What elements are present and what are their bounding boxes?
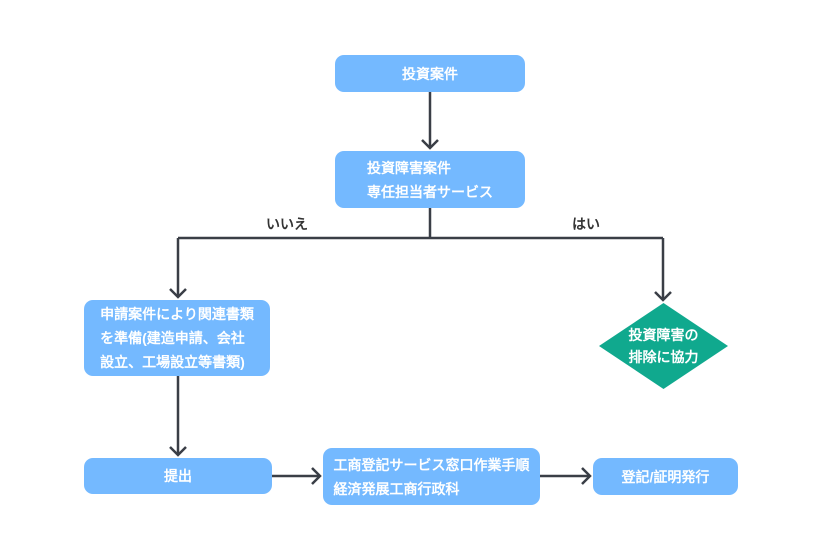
node-prepare-documents-label: 申請案件により関連書類 を準備(建造申請、会社 設立、工場設立等書類)	[100, 306, 254, 370]
node-barrier-service-label: 投資障害案件 専任担当者サービス	[367, 159, 493, 200]
node-prepare-documents: 申請案件により関連書類 を準備(建造申請、会社 設立、工場設立等書類)	[84, 300, 270, 376]
decision-cooperate-removal-label: 投資障害の 排除に協力	[628, 327, 699, 365]
node-registration-issue-label: 登記/証明発行	[621, 468, 710, 485]
edge-label-no: いいえ	[266, 216, 308, 232]
node-investment-case-label: 投資案件	[402, 65, 458, 82]
decision-cooperate-removal: 投資障害の 排除に協力	[599, 303, 728, 389]
node-submit: 提出	[84, 458, 272, 494]
edge-label-yes: はい	[572, 216, 600, 232]
node-submit-label: 提出	[164, 468, 192, 484]
node-counter-procedure: 工商登記サービス窓口作業手順 経済発展工商行政科	[323, 448, 540, 505]
node-counter-procedure-label: 工商登記サービス窓口作業手順 経済発展工商行政科	[333, 456, 530, 497]
node-registration-issue: 登記/証明発行	[593, 458, 738, 495]
node-investment-case: 投資案件	[335, 55, 525, 92]
node-barrier-service: 投資障害案件 専任担当者サービス	[335, 151, 525, 208]
